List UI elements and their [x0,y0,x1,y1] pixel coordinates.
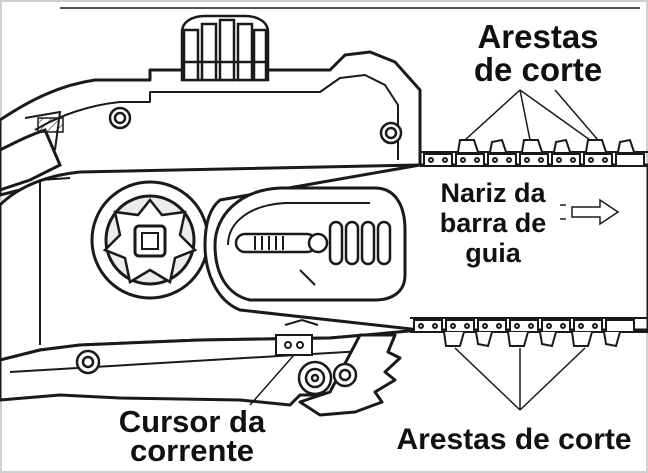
tension-knob [180,14,270,82]
bar-nose-label: Nariz da barra de guia [418,178,568,269]
cutting-edges-top-line-2: de corte [473,51,603,88]
bar-nose-line-3: guia [465,238,521,269]
chain-bottom [410,317,648,348]
cutting-edges-bottom-label: Arestas de corte [396,423,632,456]
callout-slider-line [249,354,295,406]
rear-handle [0,128,62,192]
bar-nose-line-1: Nariz da [440,178,546,208]
chain-slider-label: Cursor da corrente [92,404,292,469]
cutting-edges-top-line-1: Arestas [477,18,599,55]
callout-top-edges [464,89,599,141]
screw-bottom-left [75,349,101,375]
drive-sprocket [90,180,210,300]
hatched-grip [37,117,64,133]
screw-top-right [379,121,403,145]
guide-bar [203,163,648,332]
chain-top [420,138,648,167]
screw-top-left [108,106,132,130]
callout-bottom-edges [454,347,586,411]
screw-bottom-right [332,362,358,388]
oil-adjust-screw [297,360,333,396]
chain-slider-line-1: Cursor da [118,404,266,439]
chain-slider [275,318,319,356]
chain-slider-line-2: corrente [129,433,255,469]
cutting-edges-top-label: Arestas de corte [448,20,628,86]
bar-nose-line-2: barra de [439,208,547,239]
outline-right-arrow-icon [571,198,620,226]
rear-handle-detail [24,110,62,151]
